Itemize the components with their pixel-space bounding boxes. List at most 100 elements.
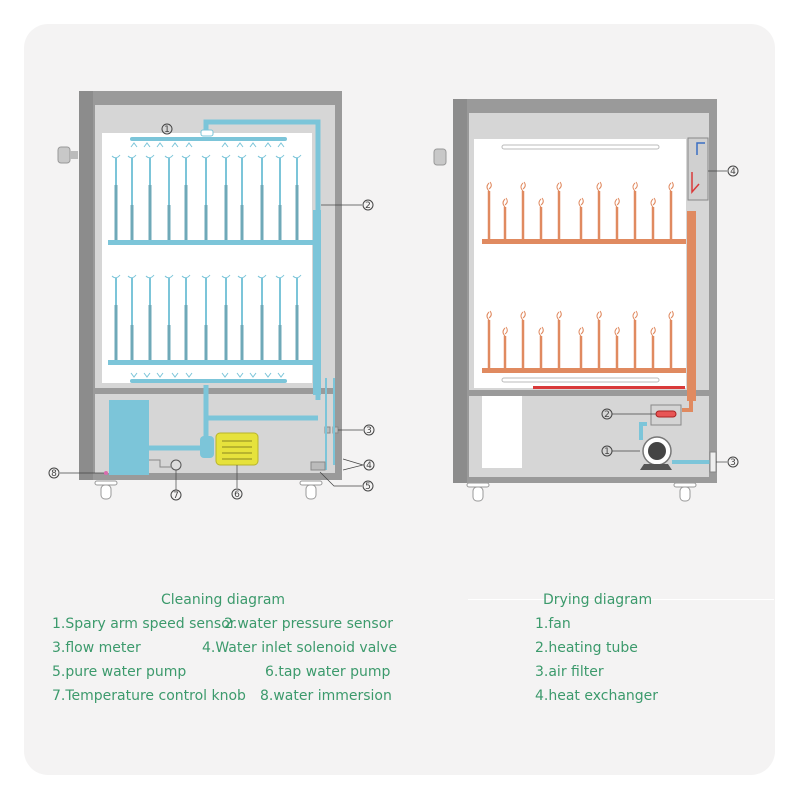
spray-nozzle-icon xyxy=(236,372,244,378)
lower-rack xyxy=(108,274,314,365)
heating-tube-icon xyxy=(655,410,677,418)
door-knob-icon xyxy=(433,148,447,166)
hot-air-outlet-icon xyxy=(520,310,526,321)
nozzle-tip-icon xyxy=(111,154,121,159)
svg-text:4: 4 xyxy=(366,461,372,471)
hot-air-outlet-icon xyxy=(502,197,508,208)
nozzle-tip-icon xyxy=(127,274,137,279)
nozzle-tip-icon xyxy=(275,274,285,279)
top-air-rail xyxy=(501,144,660,150)
cleaning-legend-item: 4.Water inlet solenoid valve xyxy=(202,640,398,656)
hot-air-outlet-icon xyxy=(556,310,562,321)
door-knob-icon xyxy=(57,146,71,164)
nozzle-tip-icon xyxy=(221,154,231,159)
duct-to-heater xyxy=(682,400,693,412)
hot-air-outlet-icon xyxy=(650,326,656,337)
hot-air-outlet-icon xyxy=(538,197,544,208)
hot-air-outlet-icon xyxy=(578,197,584,208)
riser-pipe xyxy=(313,210,321,395)
spray-nozzle-icon xyxy=(185,142,193,148)
drying-legend-title: Drying diagram xyxy=(543,592,653,608)
nozzle-tip-icon xyxy=(275,154,285,159)
nozzle-tip-icon xyxy=(201,154,211,159)
heat-exchanger-icon xyxy=(687,137,709,201)
drying-casters xyxy=(466,482,697,502)
rack-manifold xyxy=(108,360,314,365)
callout-7: 7 xyxy=(170,489,182,501)
spray-nozzle-icon xyxy=(264,372,272,378)
hot-air-outlet-icon xyxy=(502,326,508,337)
rack-manifold xyxy=(108,240,314,245)
temperature-knob-icon xyxy=(170,459,182,471)
svg-text:3: 3 xyxy=(366,426,372,436)
spray-nozzle-icon xyxy=(221,372,229,378)
nozzle-tip-icon xyxy=(111,274,121,279)
hot-air-outlet-icon xyxy=(486,310,492,321)
callout-5-leader xyxy=(319,471,362,487)
drying-callout-2: 2 xyxy=(601,408,613,420)
hot-air-outlet-icon xyxy=(520,181,526,192)
spray-nozzle-icon xyxy=(156,142,164,148)
callout-4-leader xyxy=(342,458,365,471)
callout-3: 3 xyxy=(363,424,375,436)
nozzle-tip-icon xyxy=(164,274,174,279)
spray-nozzle-icon xyxy=(221,142,229,148)
cleaning-legend-item: 6.tap water pump xyxy=(265,664,391,680)
drying-rack-manifold xyxy=(482,239,686,244)
legend-divider xyxy=(468,599,774,600)
spray-nozzle-icon xyxy=(277,142,285,148)
hot-air-outlet-icon xyxy=(538,326,544,337)
hot-air-outlet-icon xyxy=(632,181,638,192)
hot-air-outlet-icon xyxy=(668,310,674,321)
pump-inlet xyxy=(200,436,214,458)
nozzle-tip-icon xyxy=(181,274,191,279)
svg-text:2: 2 xyxy=(365,201,371,211)
inlet-lines xyxy=(325,378,335,470)
top-spray-nozzles xyxy=(130,142,285,148)
nozzle-tip-icon xyxy=(145,274,155,279)
drying-callout-4: 4 xyxy=(727,165,739,177)
hot-air-outlet-icon xyxy=(668,181,674,192)
cleaning-legend-item: 8.water immersion xyxy=(260,688,392,704)
callout-5: 5 xyxy=(362,480,374,492)
spray-nozzle-icon xyxy=(171,372,179,378)
hot-air-outlet-icon xyxy=(596,181,602,192)
top-spray-arm xyxy=(130,137,287,141)
spray-nozzle-icon xyxy=(185,372,193,378)
cleaning-divider xyxy=(95,388,335,394)
drying-callout-1: 1 xyxy=(601,445,613,457)
drying-tank-empty xyxy=(482,396,522,468)
spray-nozzle-icon xyxy=(249,142,257,148)
nozzle-tip-icon xyxy=(237,154,247,159)
hot-air-duct xyxy=(687,211,696,401)
drying-rack-manifold xyxy=(482,368,686,373)
fan-duct xyxy=(639,422,647,440)
cleaning-legend-item: 3.flow meter xyxy=(52,640,141,656)
air-flow-arrow-red xyxy=(691,172,700,194)
hot-air-outlet-icon xyxy=(556,181,562,192)
svg-text:5: 5 xyxy=(365,482,371,492)
svg-text:6: 6 xyxy=(234,490,240,500)
nozzle-tip-icon xyxy=(201,274,211,279)
hot-air-outlet-icon xyxy=(614,197,620,208)
knob-wire xyxy=(149,459,172,468)
cleaning-legend-item: 2.water pressure sensor xyxy=(224,616,394,632)
cleaning-legend-title: Cleaning diagram xyxy=(161,592,286,608)
spray-nozzle-icon xyxy=(130,142,138,148)
cleaning-diagram: 1 2 3 4 5 6 7 8 xyxy=(48,91,375,501)
hot-air-outlet-icon xyxy=(578,326,584,337)
drying-callouts: 1 2 3 4 xyxy=(601,165,739,468)
spray-nozzle-icon xyxy=(156,372,164,378)
nozzle-tip-icon xyxy=(145,154,155,159)
bottom-spray-arm xyxy=(130,379,287,383)
svg-text:7: 7 xyxy=(173,491,179,501)
drying-legend-item: 4.heat exchanger xyxy=(535,688,659,704)
drying-legend-item: 2.heating tube xyxy=(535,640,638,656)
svg-text:8: 8 xyxy=(51,469,57,479)
spray-nozzle-icon xyxy=(171,142,179,148)
svg-text:1: 1 xyxy=(604,447,610,457)
nozzle-tip-icon xyxy=(221,274,231,279)
nozzle-tip-icon xyxy=(292,154,302,159)
hot-air-outlet-icon xyxy=(650,197,656,208)
